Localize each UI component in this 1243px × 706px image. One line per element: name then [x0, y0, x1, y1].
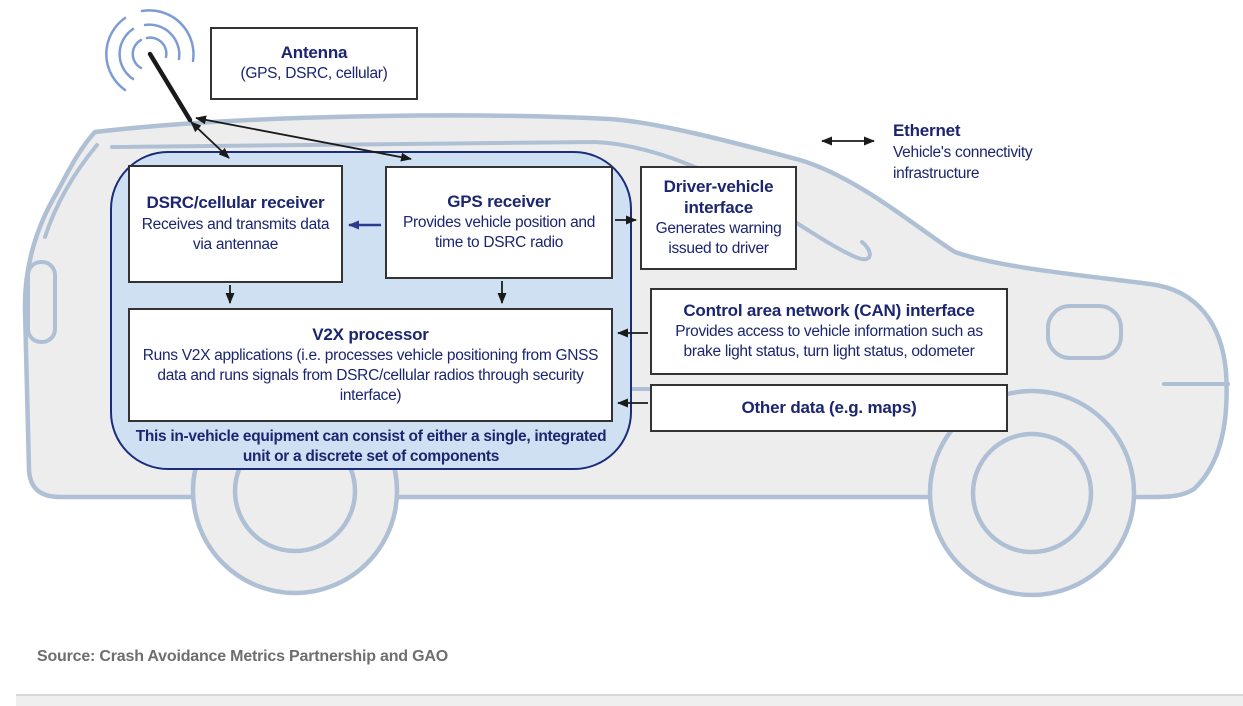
driver-vehicle-interface-title: Driver-vehicle interface: [663, 177, 774, 217]
gps-receiver-title: GPS receiver: [447, 191, 551, 211]
in-vehicle-equipment-note: This in-vehicle equipment can consist of…: [135, 428, 607, 465]
taillight-icon: [26, 260, 57, 344]
v2x-processor-title: V2X processor: [312, 324, 429, 344]
rear-glass-line: [43, 143, 99, 239]
antenna-title: Antenna: [280, 42, 348, 62]
ethernet-title: Ethernet: [893, 121, 961, 140]
can-interface-box: Control area network (CAN) interface Pro…: [650, 288, 1008, 375]
ethernet-body: Vehicle's connectivity infrastructure: [893, 144, 1033, 182]
headlight-icon: [1046, 304, 1123, 360]
ethernet-legend: Ethernet Vehicle's connectivity infrastr…: [893, 121, 1063, 185]
other-data-title: Other data (e.g. maps): [741, 397, 917, 417]
page-bottom-bar: [16, 694, 1243, 706]
driver-vehicle-interface-box: Driver-vehicle interface Generates warni…: [640, 166, 797, 270]
can-interface-title: Control area network (CAN) interface: [683, 300, 975, 320]
can-interface-body: Provides access to vehicle information s…: [675, 323, 983, 361]
dsrc-cellular-receiver-title: DSRC/cellular receiver: [146, 193, 325, 213]
dsrc-cellular-receiver-body: Receives and transmits data via antennae: [141, 215, 330, 253]
other-data-box: Other data (e.g. maps): [650, 384, 1008, 432]
gps-receiver-box: GPS receiver Provides vehicle position a…: [385, 166, 613, 279]
v2x-processor-box: V2X processor Runs V2X applications (i.e…: [128, 308, 613, 422]
source-credit: Source: Crash Avoidance Metrics Partners…: [37, 648, 448, 665]
antenna-box: Antenna (GPS, DSRC, cellular): [210, 27, 418, 100]
gps-receiver-body: Provides vehicle position and time to DS…: [402, 214, 596, 252]
v2x-processor-body: Runs V2X applications (i.e. processes ve…: [142, 346, 599, 404]
antenna-signal-waves-icon: [105, 9, 195, 92]
dsrc-cellular-receiver-box: DSRC/cellular receiver Receives and tran…: [128, 165, 343, 283]
antenna-mast-icon: [147, 51, 193, 123]
front-wheel-inner: [970, 431, 1094, 555]
driver-vehicle-interface-body: Generates warning issued to driver: [655, 220, 782, 257]
antenna-subtitle: (GPS, DSRC, cellular): [240, 65, 388, 83]
